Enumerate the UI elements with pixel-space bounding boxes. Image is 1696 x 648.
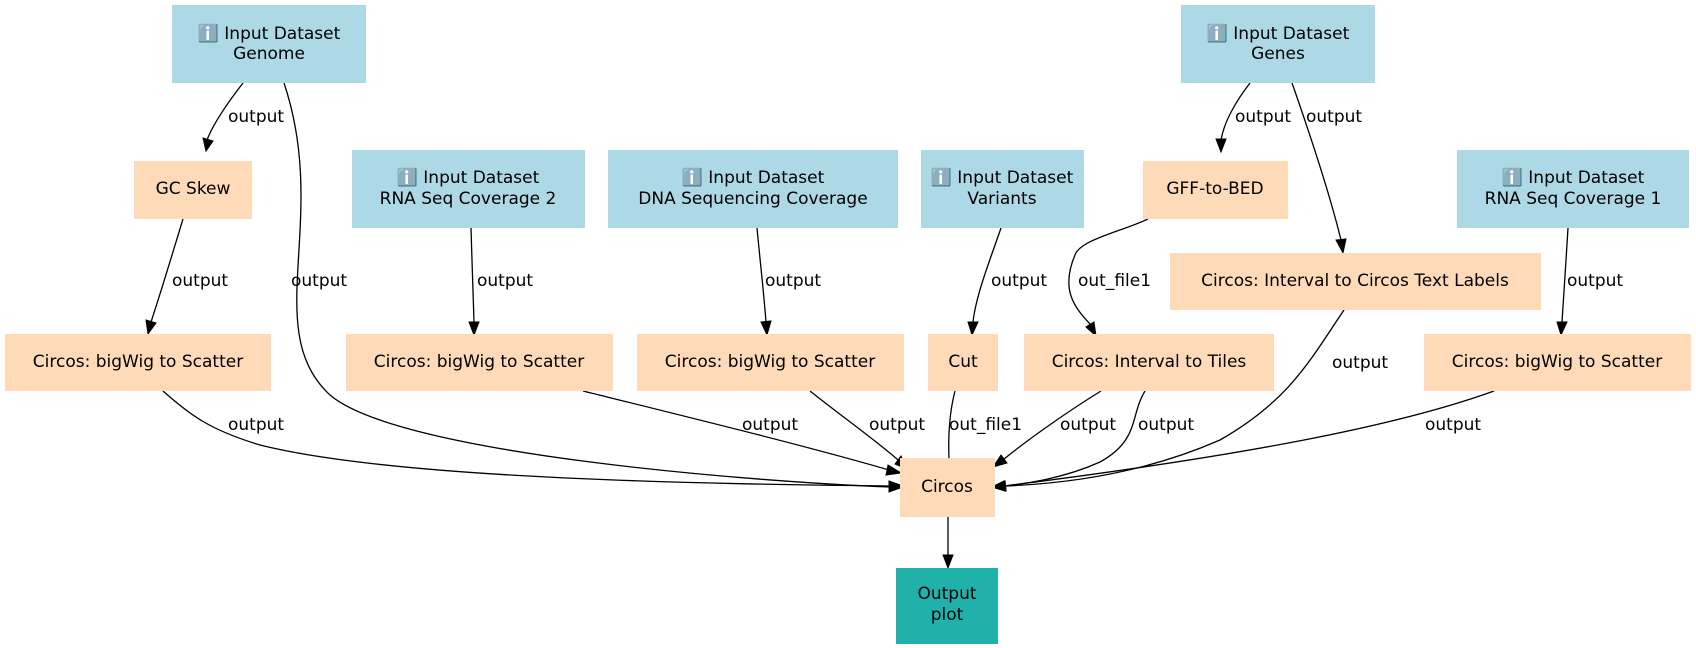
- edge-rna1-scatter: output: [1556, 227, 1623, 337]
- node-label: GC Skew: [156, 179, 231, 199]
- edge-label: output: [742, 415, 798, 435]
- node-subtitle: Genome: [233, 44, 305, 64]
- node-title: Input Dataset: [423, 168, 539, 188]
- edge-label: output: [228, 107, 284, 127]
- node-cut[interactable]: Cut: [928, 334, 998, 391]
- node-label: Circos: Interval to Tiles: [1052, 352, 1247, 372]
- svg-text:ℹ️ Input Dataset: ℹ️ Input Dataset: [931, 167, 1074, 188]
- node-label: Circos: bigWig to Scatter: [33, 352, 243, 372]
- edge-label: output: [1306, 107, 1362, 127]
- edge-label: output: [228, 415, 284, 435]
- edge-label: out_file1: [1078, 271, 1151, 291]
- info-icon: ℹ️: [1207, 23, 1228, 44]
- svg-text:ℹ️ Input Dataset: ℹ️ Input Dataset: [198, 23, 341, 44]
- node-bigwig-scatter-rna2[interactable]: Circos: bigWig to Scatter: [346, 334, 613, 391]
- node-circos[interactable]: Circos: [900, 458, 995, 517]
- node-title: Input Dataset: [1528, 168, 1644, 188]
- node-input-rna-seq-coverage-1[interactable]: ℹ️ Input Dataset RNA Seq Coverage 1: [1457, 150, 1689, 228]
- node-subtitle: plot: [931, 605, 964, 625]
- node-bigwig-scatter-gc[interactable]: Circos: bigWig to Scatter: [5, 334, 271, 391]
- edge-genes-gff2bed: output: [1215, 82, 1291, 154]
- node-label: Circos: [921, 477, 973, 497]
- node-output-plot[interactable]: Output plot: [896, 568, 998, 644]
- svg-text:ℹ️ Input Dataset: ℹ️ Input Dataset: [682, 167, 825, 188]
- node-label: GFF-to-BED: [1166, 179, 1263, 199]
- node-input-genome[interactable]: ℹ️ Input Dataset Genome: [172, 5, 366, 83]
- svg-text:ℹ️ Input Dataset: ℹ️ Input Dataset: [397, 167, 540, 188]
- node-label: Circos: bigWig to Scatter: [1452, 352, 1662, 372]
- nodes: ℹ️ Input Dataset Genome ℹ️ Input Dataset…: [5, 5, 1691, 644]
- edges: output output output output output: [145, 82, 1623, 570]
- edge-scatter-rna1-circos: output: [990, 390, 1495, 492]
- edge-genes-textlabels: output: [1291, 82, 1362, 255]
- node-subtitle: DNA Sequencing Coverage: [638, 189, 867, 209]
- edge-scatter-dna-circos: output: [809, 390, 925, 470]
- edge-label: out_file1: [949, 415, 1022, 435]
- node-title: Input Dataset: [224, 24, 340, 44]
- edge-rna2-scatter: output: [468, 227, 533, 337]
- edge-label: output: [172, 271, 228, 291]
- edge-genome-gcskew: output: [202, 82, 284, 153]
- edge-label: output: [1138, 415, 1194, 435]
- node-title: Input Dataset: [1233, 24, 1349, 44]
- node-label: Cut: [948, 352, 978, 372]
- edge-variants-cut: output: [967, 227, 1047, 337]
- node-label: Circos: bigWig to Scatter: [374, 352, 584, 372]
- edge-label: output: [991, 271, 1047, 291]
- node-subtitle: RNA Seq Coverage 2: [380, 189, 557, 209]
- edge-tiles-circos-b: output: [990, 390, 1194, 492]
- node-subtitle: Genes: [1251, 44, 1305, 64]
- node-gc-skew[interactable]: GC Skew: [134, 161, 252, 219]
- node-label: Circos: bigWig to Scatter: [665, 352, 875, 372]
- node-subtitle: RNA Seq Coverage 1: [1485, 189, 1662, 209]
- svg-text:ℹ️ Input Dataset: ℹ️ Input Dataset: [1502, 167, 1645, 188]
- node-circos-text-labels[interactable]: Circos: Interval to Circos Text Labels: [1170, 253, 1541, 310]
- edge-label: output: [291, 271, 347, 291]
- node-input-dna-sequencing-coverage[interactable]: ℹ️ Input Dataset DNA Sequencing Coverage: [608, 150, 898, 228]
- edge-label: output: [1567, 271, 1623, 291]
- info-icon: ℹ️: [1502, 167, 1523, 188]
- edge-label: output: [765, 271, 821, 291]
- node-input-genes[interactable]: ℹ️ Input Dataset Genes: [1181, 5, 1375, 83]
- edge-scatter-rna2-circos: output: [582, 390, 903, 476]
- node-title: Input Dataset: [957, 168, 1073, 188]
- edge-tiles-circos-a: output: [991, 390, 1116, 468]
- node-subtitle: Variants: [967, 189, 1036, 209]
- svg-text:ℹ️ Input Dataset: ℹ️ Input Dataset: [1207, 23, 1350, 44]
- node-gff-to-bed[interactable]: GFF-to-BED: [1143, 161, 1288, 219]
- edge-scatter-gc-circos: output: [162, 390, 905, 492]
- edge-circos-output: [942, 517, 954, 570]
- edge-label: output: [1332, 353, 1388, 373]
- edge-label: output: [1060, 415, 1116, 435]
- node-bigwig-scatter-rna1[interactable]: Circos: bigWig to Scatter: [1424, 334, 1691, 391]
- edge-label: output: [869, 415, 925, 435]
- edge-gff2bed-tiles: out_file1: [1068, 218, 1151, 338]
- edge-label: output: [477, 271, 533, 291]
- edge-label: output: [1235, 107, 1291, 127]
- node-input-rna-seq-coverage-2[interactable]: ℹ️ Input Dataset RNA Seq Coverage 2: [352, 150, 585, 228]
- node-title: Input Dataset: [708, 168, 824, 188]
- edge-dna-scatter: output: [756, 227, 821, 337]
- node-label: Circos: Interval to Circos Text Labels: [1201, 271, 1509, 291]
- edge-label: output: [1425, 415, 1481, 435]
- node-title: Output: [917, 584, 976, 604]
- node-bigwig-scatter-dna[interactable]: Circos: bigWig to Scatter: [637, 334, 904, 391]
- node-input-variants[interactable]: ℹ️ Input Dataset Variants: [921, 150, 1084, 228]
- info-icon: ℹ️: [931, 167, 952, 188]
- edge-gcskew-scatter: output: [145, 218, 228, 336]
- info-icon: ℹ️: [397, 167, 418, 188]
- info-icon: ℹ️: [682, 167, 703, 188]
- info-icon: ℹ️: [198, 23, 219, 44]
- node-circos-interval-to-tiles[interactable]: Circos: Interval to Tiles: [1024, 334, 1274, 391]
